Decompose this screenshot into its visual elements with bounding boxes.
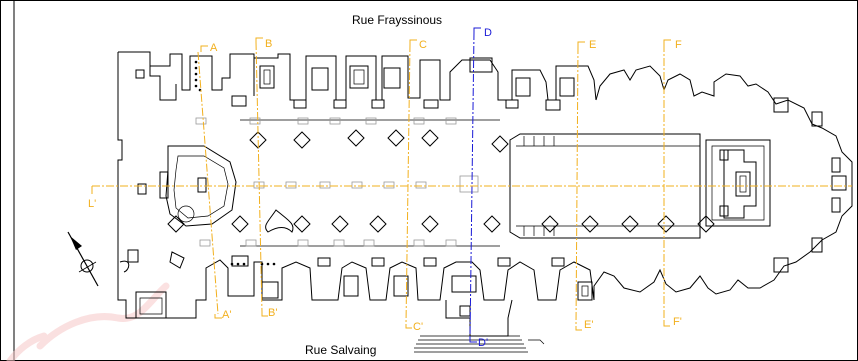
section-F-label-top: F (675, 39, 682, 51)
section-A: A A' (197, 42, 231, 321)
section-E: E E' (575, 39, 596, 331)
section-C-label-bottom: C' (413, 321, 423, 333)
section-D: D D' (469, 27, 492, 349)
stair-dots-south (230, 262, 276, 266)
section-B-label-bottom: B' (268, 307, 277, 319)
section-L: L' (88, 185, 852, 210)
section-F: F F' (663, 39, 682, 328)
choir (509, 133, 701, 239)
watermark (6, 282, 170, 361)
section-D-label-top: D (484, 27, 492, 39)
section-L-label: L' (88, 198, 96, 210)
section-C-label-top: C (419, 39, 427, 51)
section-D-label-bottom: D' (478, 337, 488, 349)
section-A-label-top: A (210, 42, 218, 54)
section-E-label-top: E (589, 39, 596, 51)
section-B: B B' (255, 37, 277, 319)
section-F-label-bottom: F' (673, 316, 682, 328)
section-A-label-bottom: A' (222, 309, 231, 321)
diamond-piers (167, 129, 715, 233)
street-label-south: Rue Salvaing (305, 343, 376, 357)
section-C: C C' (405, 39, 427, 333)
apse (593, 65, 853, 300)
street-label-north: Rue Frayssinous (352, 13, 442, 27)
nave-outline (117, 51, 597, 353)
section-E-label-bottom: E' (584, 319, 593, 331)
section-B-label-top: B (265, 38, 272, 50)
north-arrow-icon (67, 231, 99, 287)
